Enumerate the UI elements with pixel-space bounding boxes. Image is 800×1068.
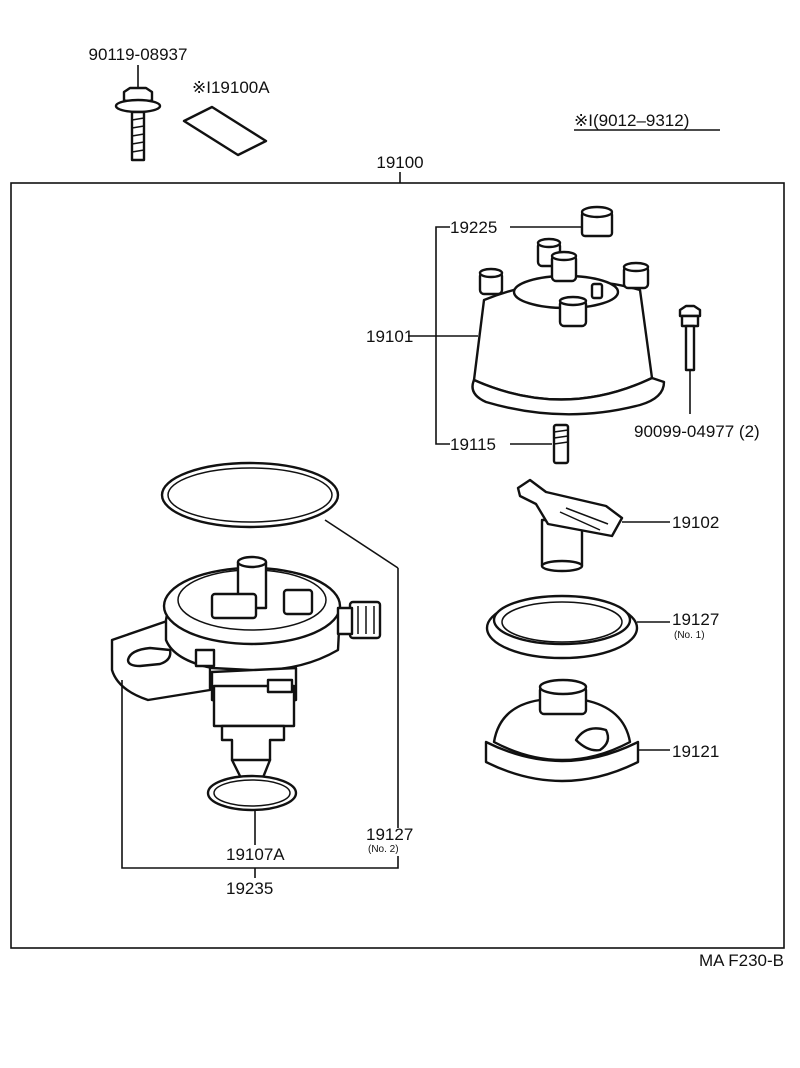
center-electrode-19115 — [552, 423, 570, 465]
label-19100: 19100 — [376, 153, 423, 172]
label-note-9012-9312: ※I(9012–9312) — [574, 111, 689, 130]
gasket-19127-no2 — [160, 461, 399, 828]
distributor-cap-19101 — [471, 237, 666, 416]
gasket-19127-no1 — [485, 594, 670, 660]
distributor-housing-19235 — [110, 555, 382, 782]
housing-cover-19121 — [484, 678, 670, 783]
label-19235: 19235 — [226, 879, 273, 898]
label-19127-no1: 19127 — [672, 610, 719, 629]
cap-group-bracket — [408, 226, 582, 445]
label-19127-no2-sub: (No. 2) — [368, 844, 399, 855]
label-19127-no1-sub: (No. 1) — [674, 630, 705, 641]
carbon-button-19225 — [580, 205, 614, 238]
bolt-90119-08937 — [114, 65, 162, 162]
o-ring-19107A — [206, 774, 298, 845]
label-19225: 19225 — [450, 218, 497, 237]
label-19101: 19101 — [366, 327, 413, 346]
assembly-frame-19100 — [10, 172, 785, 949]
label-90119-08937: 90119-08937 — [89, 45, 188, 64]
label-19102: 19102 — [672, 513, 719, 532]
label-plate-19100A — [182, 105, 268, 157]
label-19127-no2: 19127 — [366, 825, 413, 844]
diagram-code: MA F230-B — [699, 951, 784, 970]
label-19121: 19121 — [672, 742, 719, 761]
screw-90099-04977 — [678, 304, 702, 414]
housing-bracket — [121, 680, 399, 878]
rotor-19102 — [516, 478, 670, 573]
label-19100A: ※I19100A — [192, 78, 270, 97]
label-19115: 19115 — [450, 435, 496, 454]
label-19107A: 19107A — [226, 845, 285, 864]
label-90099-04977: 90099-04977 (2) — [634, 422, 760, 441]
